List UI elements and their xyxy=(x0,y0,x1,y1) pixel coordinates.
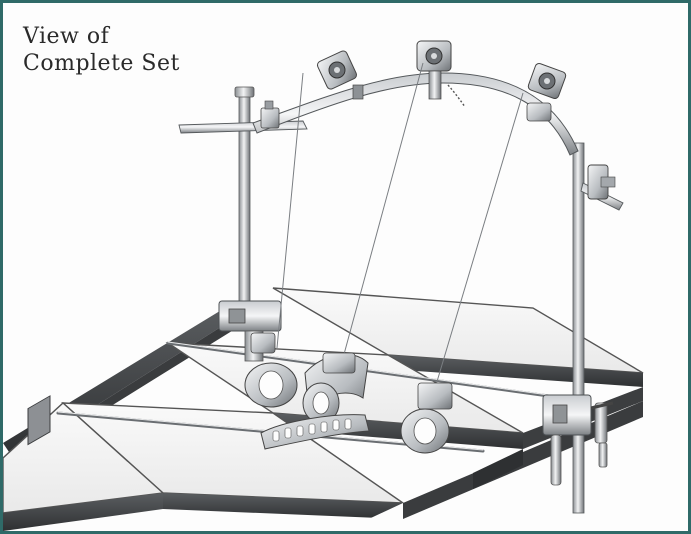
pulley-left xyxy=(316,50,364,100)
view-caption: View of Complete Set xyxy=(23,23,180,77)
retractor-ring-left xyxy=(244,332,298,408)
pulley-right xyxy=(526,62,567,122)
pulley-center xyxy=(416,40,466,108)
traction-wires xyxy=(276,62,524,396)
top-arch-bar xyxy=(178,72,624,211)
retractor-ring-right xyxy=(400,382,453,454)
retractor-ring-center xyxy=(302,352,369,424)
perforated-retractor-blade xyxy=(260,414,370,450)
caption-line-1: View of xyxy=(23,24,110,49)
vertical-post-right xyxy=(542,142,614,514)
caption-line-2: Complete Set xyxy=(23,51,180,76)
retractor-frame-illustration xyxy=(3,40,688,531)
